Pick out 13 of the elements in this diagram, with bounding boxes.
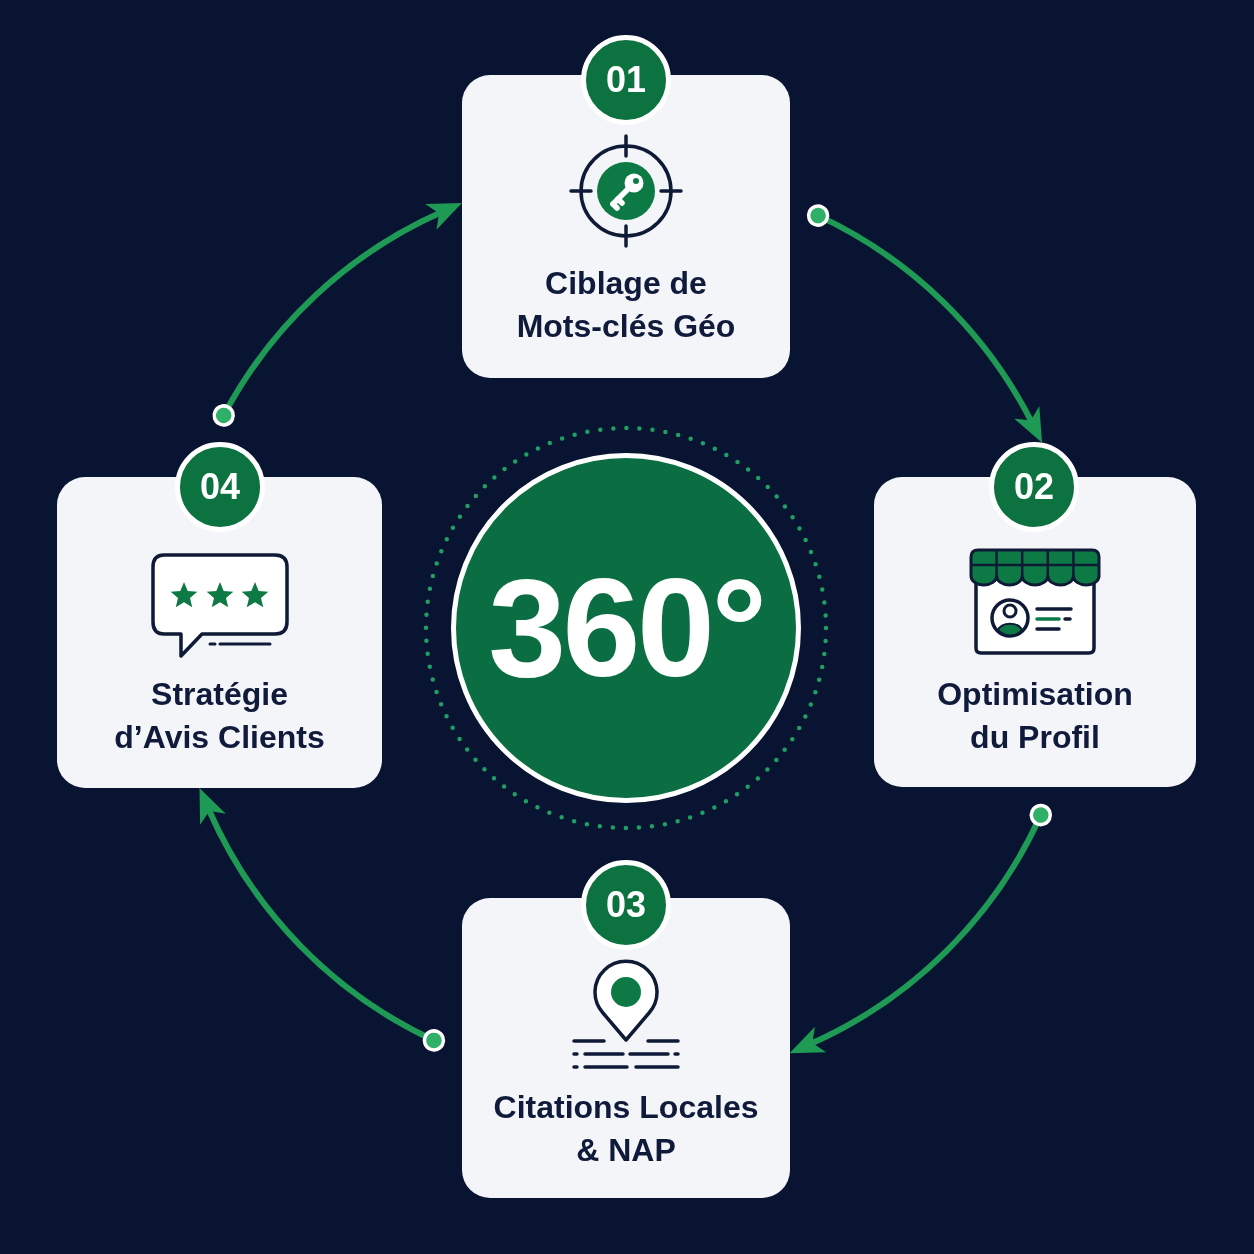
flow-arrow: [806, 204, 1044, 443]
step-number: 02: [1013, 469, 1054, 505]
step-number: 03: [605, 887, 646, 923]
center-label: 360°: [488, 558, 764, 698]
flow-arrow: [212, 202, 462, 427]
flow-arrow: [790, 803, 1053, 1055]
step-title: Citations Locales & NAP: [492, 1088, 760, 1170]
flow-arrow: [198, 788, 446, 1052]
step-title: Ciblage de Mots-clés Géo: [515, 264, 737, 346]
step-title: Stratégie d’Avis Clients: [113, 675, 326, 757]
step-title: Optimisation du Profil: [936, 675, 1134, 757]
step-number: 01: [605, 62, 646, 98]
step-number: 04: [199, 469, 240, 505]
